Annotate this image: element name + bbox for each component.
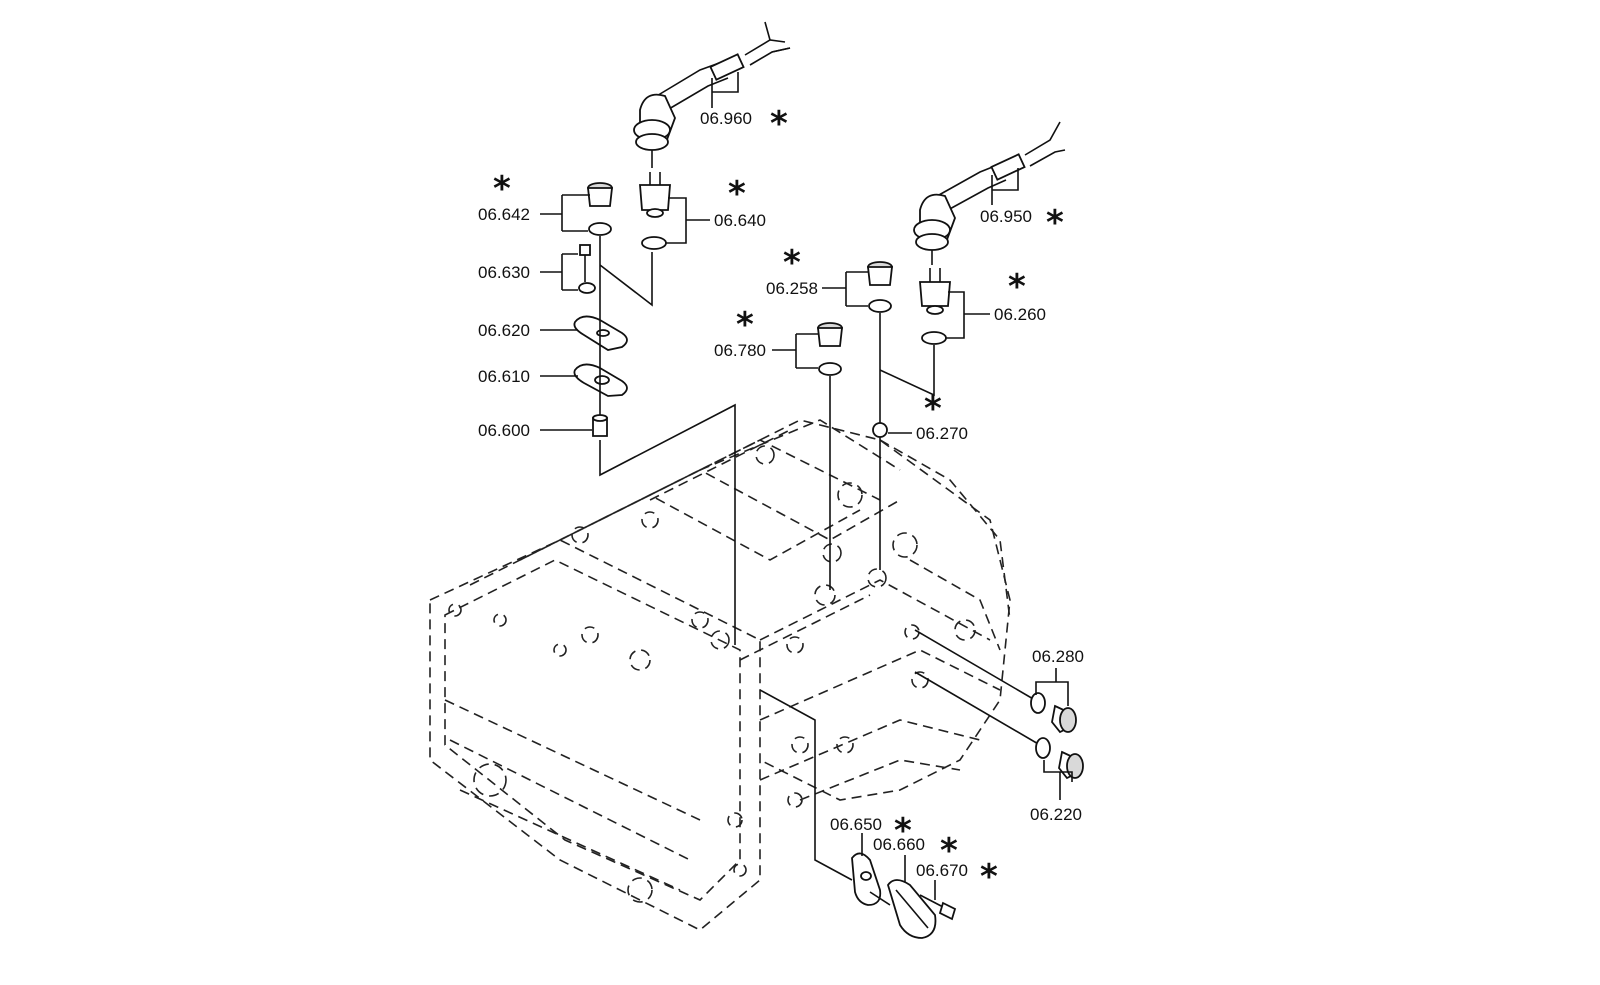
asterisk-06-670: * [980,857,998,897]
label-06-258: 06.258 [766,279,818,298]
label-06-670: 06.670 [916,861,968,880]
left-assembly-lines [599,236,736,645]
label-06-660: 06.660 [873,835,925,854]
label-06-220: 06.220 [1030,805,1082,824]
label-06-610: 06.610 [478,367,530,386]
label-06-642: 06.642 [478,205,530,224]
label-06-620: 06.620 [478,321,530,340]
label-06-270: 06.270 [916,424,968,443]
right-assembly-lines [829,313,935,590]
bolt-06-670 [919,894,957,921]
pressure-switch-06-260 [919,250,951,345]
bolt-06-630 [578,244,596,294]
asterisk-06-640: * [728,174,746,214]
asterisk-06-650: * [894,811,912,851]
transmission-housing [429,419,1011,931]
label-06-280: 06.280 [1032,647,1084,666]
plug-06-258 [866,261,894,313]
plug-06-642 [586,182,614,236]
asterisk-06-660: * [940,831,958,871]
label-06-780: 06.780 [714,341,766,360]
label-06-650: 06.650 [830,815,882,834]
gasket-06-650 [851,852,882,906]
asterisk-06-950: * [1046,203,1064,243]
asterisk-06-642: * [493,169,511,209]
plug-06-780 [816,322,844,376]
label-06-950: 06.950 [980,207,1032,226]
callouts: 06.960 * 06.642 * 06.640 * 06.630 06.620… [478,72,1084,900]
sensor-cable-06-950 [913,121,1066,251]
asterisk-06-258: * [783,243,801,283]
label-06-260: 06.260 [994,305,1046,324]
o-ring-06-270 [872,422,888,438]
asterisk-06-960: * [770,104,788,144]
label-06-640: 06.640 [714,211,766,230]
label-06-630: 06.630 [478,263,530,282]
pressure-switch-06-640 [639,150,671,250]
sleeve-06-600 [592,414,608,437]
asterisk-06-780: * [736,305,754,345]
plug-06-280 [914,629,1077,734]
asterisk-06-270: * [924,389,942,429]
label-06-600: 06.600 [478,421,530,440]
label-06-960: 06.960 [700,109,752,128]
bottom-assembly-lines [759,689,891,906]
asterisk-06-260: * [1008,267,1026,307]
cover-06-660 [887,879,937,939]
